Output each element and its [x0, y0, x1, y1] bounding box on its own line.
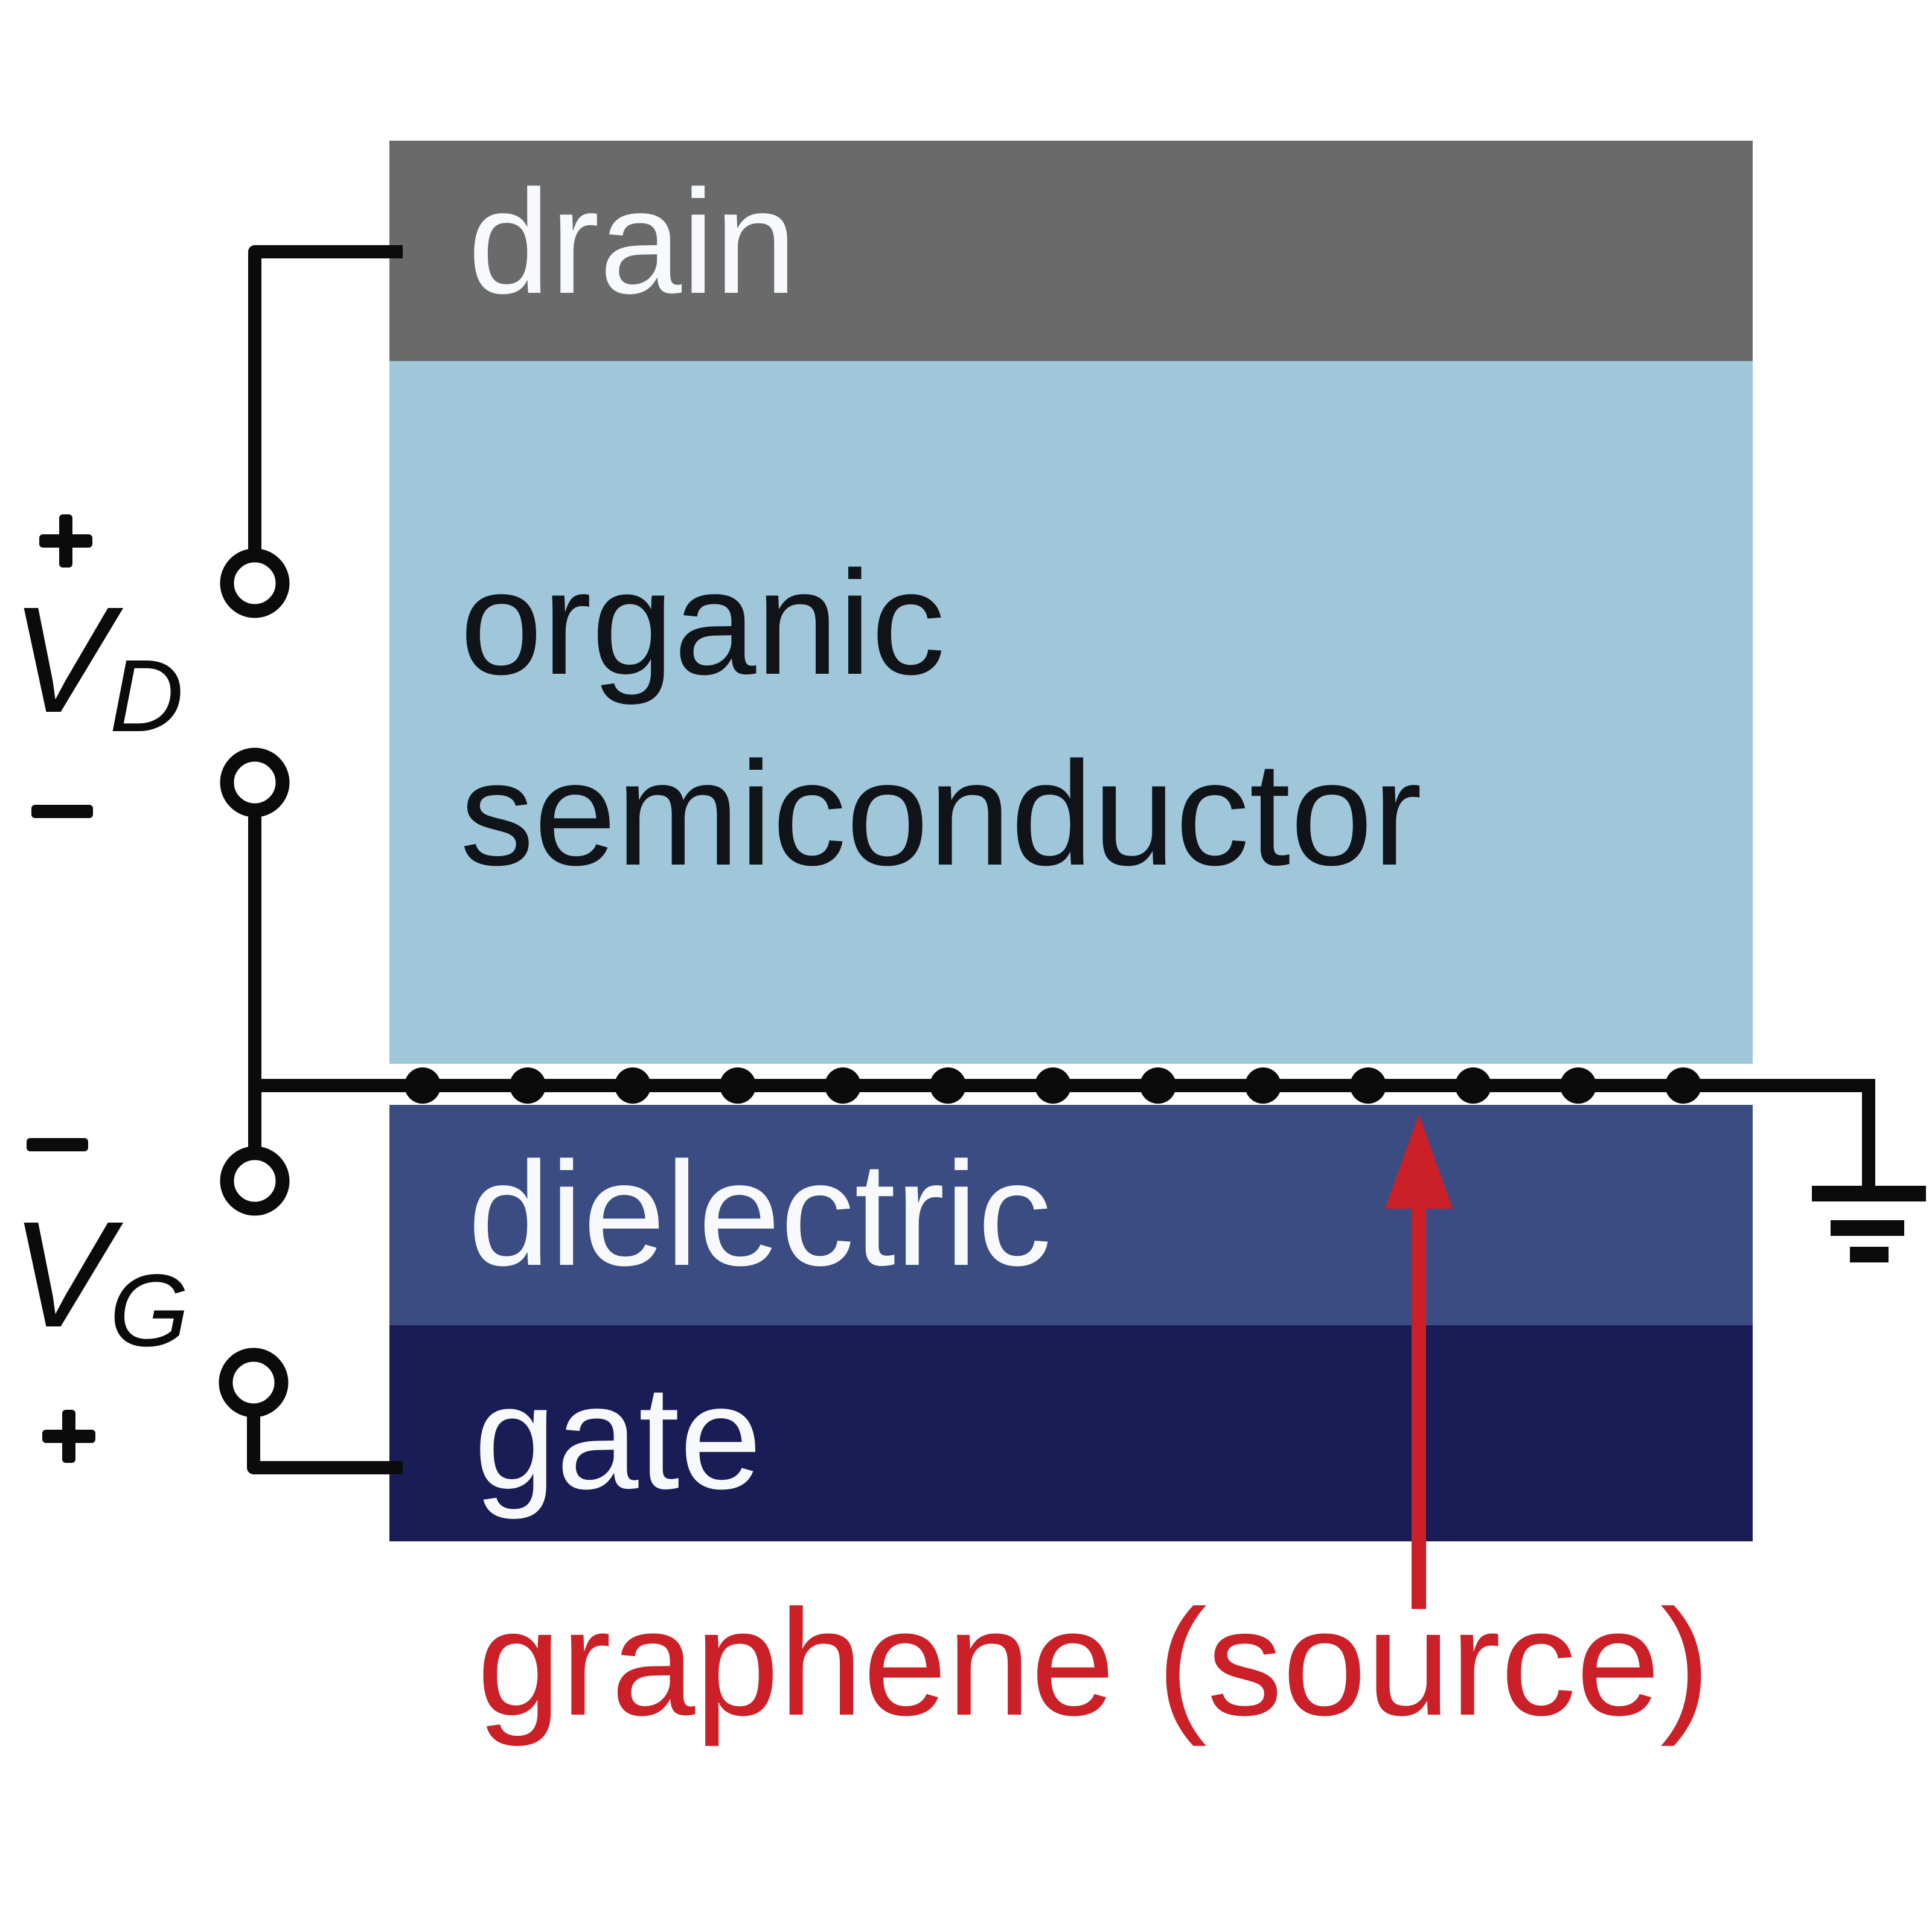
vg-symbol: V [11, 1190, 112, 1358]
graphene-dot [720, 1067, 756, 1104]
vd-positive-terminal [220, 548, 290, 618]
arrow-up-icon [1385, 1115, 1453, 1609]
gate-wire [247, 1409, 403, 1474]
vd-subscript: D [109, 639, 184, 754]
semiconductor-label-line1: organic [460, 540, 945, 705]
vd-minus-icon [31, 805, 93, 818]
vg-negative-terminal [220, 1146, 290, 1216]
ground-icon [1812, 1186, 1926, 1262]
vd-negative-terminal [220, 747, 290, 817]
graphene-dots [405, 1067, 1701, 1104]
layer-drain [389, 141, 1753, 361]
graphene-dot [1350, 1067, 1386, 1104]
layer-dielectric [389, 1105, 1753, 1325]
vg-positive-terminal [219, 1348, 289, 1418]
graphene-dot [510, 1067, 546, 1104]
graphene-dot [1140, 1067, 1176, 1104]
semiconductor-label-line2: semiconductor [460, 731, 1422, 896]
drain-label: drain [468, 159, 797, 324]
vd-plus-icon [39, 514, 92, 568]
graphene-dot [405, 1067, 441, 1104]
layer-organic-semiconductor [389, 361, 1753, 1064]
drain-wire [248, 245, 403, 557]
graphene-dot [1560, 1067, 1596, 1104]
graphene-dot [930, 1067, 966, 1104]
graphene-dot [1665, 1067, 1701, 1104]
vg-minus-icon [27, 1138, 88, 1151]
vg-subscript: G [109, 1253, 190, 1369]
graphene-dot [1245, 1067, 1281, 1104]
layer-gate [389, 1325, 1753, 1541]
gate-label: gate [474, 1354, 762, 1520]
graphene-dot [825, 1067, 861, 1104]
vg-plus-icon [42, 1410, 95, 1463]
graphene-dot [1455, 1067, 1491, 1104]
graphene-dot [1035, 1067, 1071, 1104]
vg-label: VG [11, 1199, 190, 1363]
graphene-dot [615, 1067, 651, 1104]
dielectric-label: dielectric [468, 1131, 1052, 1296]
vd-label: VD [11, 584, 184, 748]
graphene-source-label: graphene (source) [477, 1578, 1710, 1747]
vd-symbol: V [11, 575, 112, 744]
